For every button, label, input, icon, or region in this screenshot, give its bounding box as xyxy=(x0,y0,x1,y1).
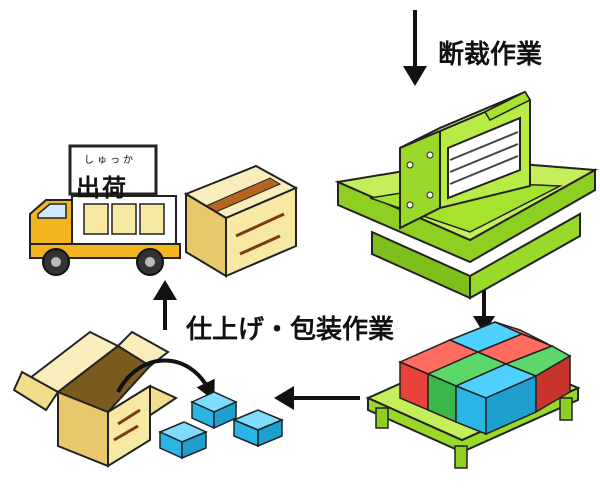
arrow-up-icon xyxy=(153,280,177,330)
sealed-box-icon xyxy=(183,164,299,278)
pallet-blocks-icon xyxy=(365,321,581,469)
arrow-down-icon xyxy=(473,290,495,334)
arrow-left-icon xyxy=(274,386,360,410)
shipping-reading-label: しゅっか xyxy=(84,155,136,166)
small-block xyxy=(190,391,238,430)
shipping-sign xyxy=(68,144,158,196)
arrow-down-icon xyxy=(403,10,427,86)
truck-icon xyxy=(29,195,181,276)
small-block xyxy=(232,409,284,448)
small-block xyxy=(158,421,208,460)
open-box-icon xyxy=(12,330,284,468)
cutting-label: 断裁作業 xyxy=(438,40,543,70)
cutting-machine-icon xyxy=(334,90,599,300)
shipping-label: 出荷 xyxy=(76,174,128,202)
finishing-packaging-label: 仕上げ・包装作業 xyxy=(186,315,395,345)
